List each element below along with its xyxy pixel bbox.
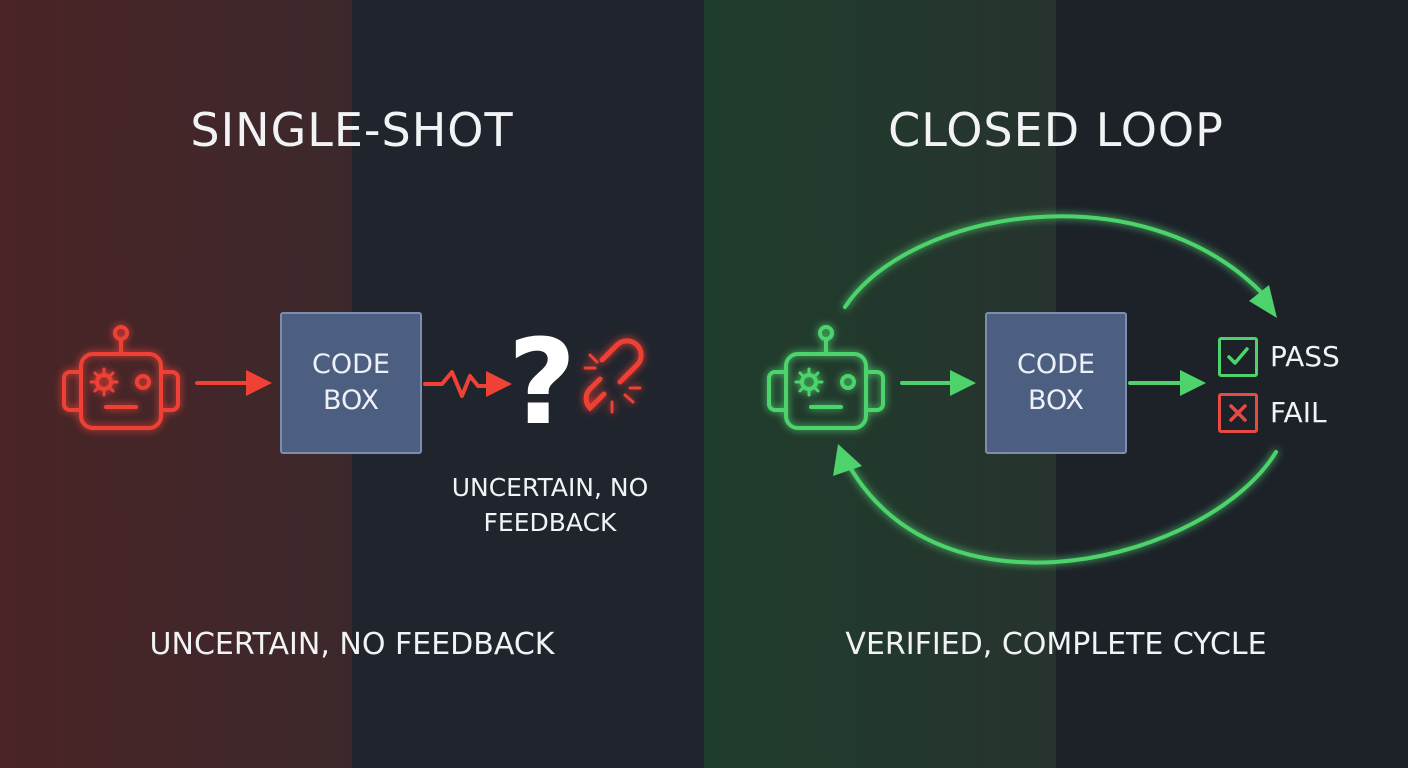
pass-label: PASS: [1270, 340, 1340, 373]
left-title: SINGLE-SHOT: [190, 103, 514, 157]
fail-result: FAIL: [1218, 392, 1378, 434]
left-code-box-line1: CODE: [312, 349, 390, 380]
right-arrow-right-icon: [900, 370, 976, 396]
zigzag-arrow-icon: [423, 370, 512, 398]
result-arrow-right-icon: [1128, 370, 1206, 396]
left-caption: UNCERTAIN, NO FEEDBACK: [149, 627, 555, 662]
right-code-box-line1: CODE: [1017, 349, 1095, 380]
fail-label: FAIL: [1270, 396, 1327, 429]
left-arrow-right-icon: [195, 370, 272, 396]
left-code-box-line2: BOX: [322, 385, 380, 416]
left-code-box: CODE BOX: [280, 312, 422, 454]
cross-icon: [1218, 393, 1258, 433]
pass-result: PASS: [1218, 336, 1378, 378]
left-robot-icon: [62, 325, 180, 430]
left-note: UNCERTAIN, NO FEEDBACK: [451, 473, 649, 537]
right-robot-icon: [767, 325, 885, 430]
loop-arrowheads: [833, 285, 1277, 476]
right-code-box-line2: BOX: [1027, 385, 1085, 416]
loop-arrow-icon: [843, 214, 1278, 565]
right-caption: VERIFIED, COMPLETE CYCLE: [845, 627, 1267, 662]
right-title: CLOSED LOOP: [888, 103, 1224, 157]
broken-link-icon: [583, 338, 644, 414]
right-code-box: CODE BOX: [985, 312, 1127, 454]
question-mark-icon: ?: [507, 313, 577, 451]
check-icon: [1218, 337, 1258, 377]
